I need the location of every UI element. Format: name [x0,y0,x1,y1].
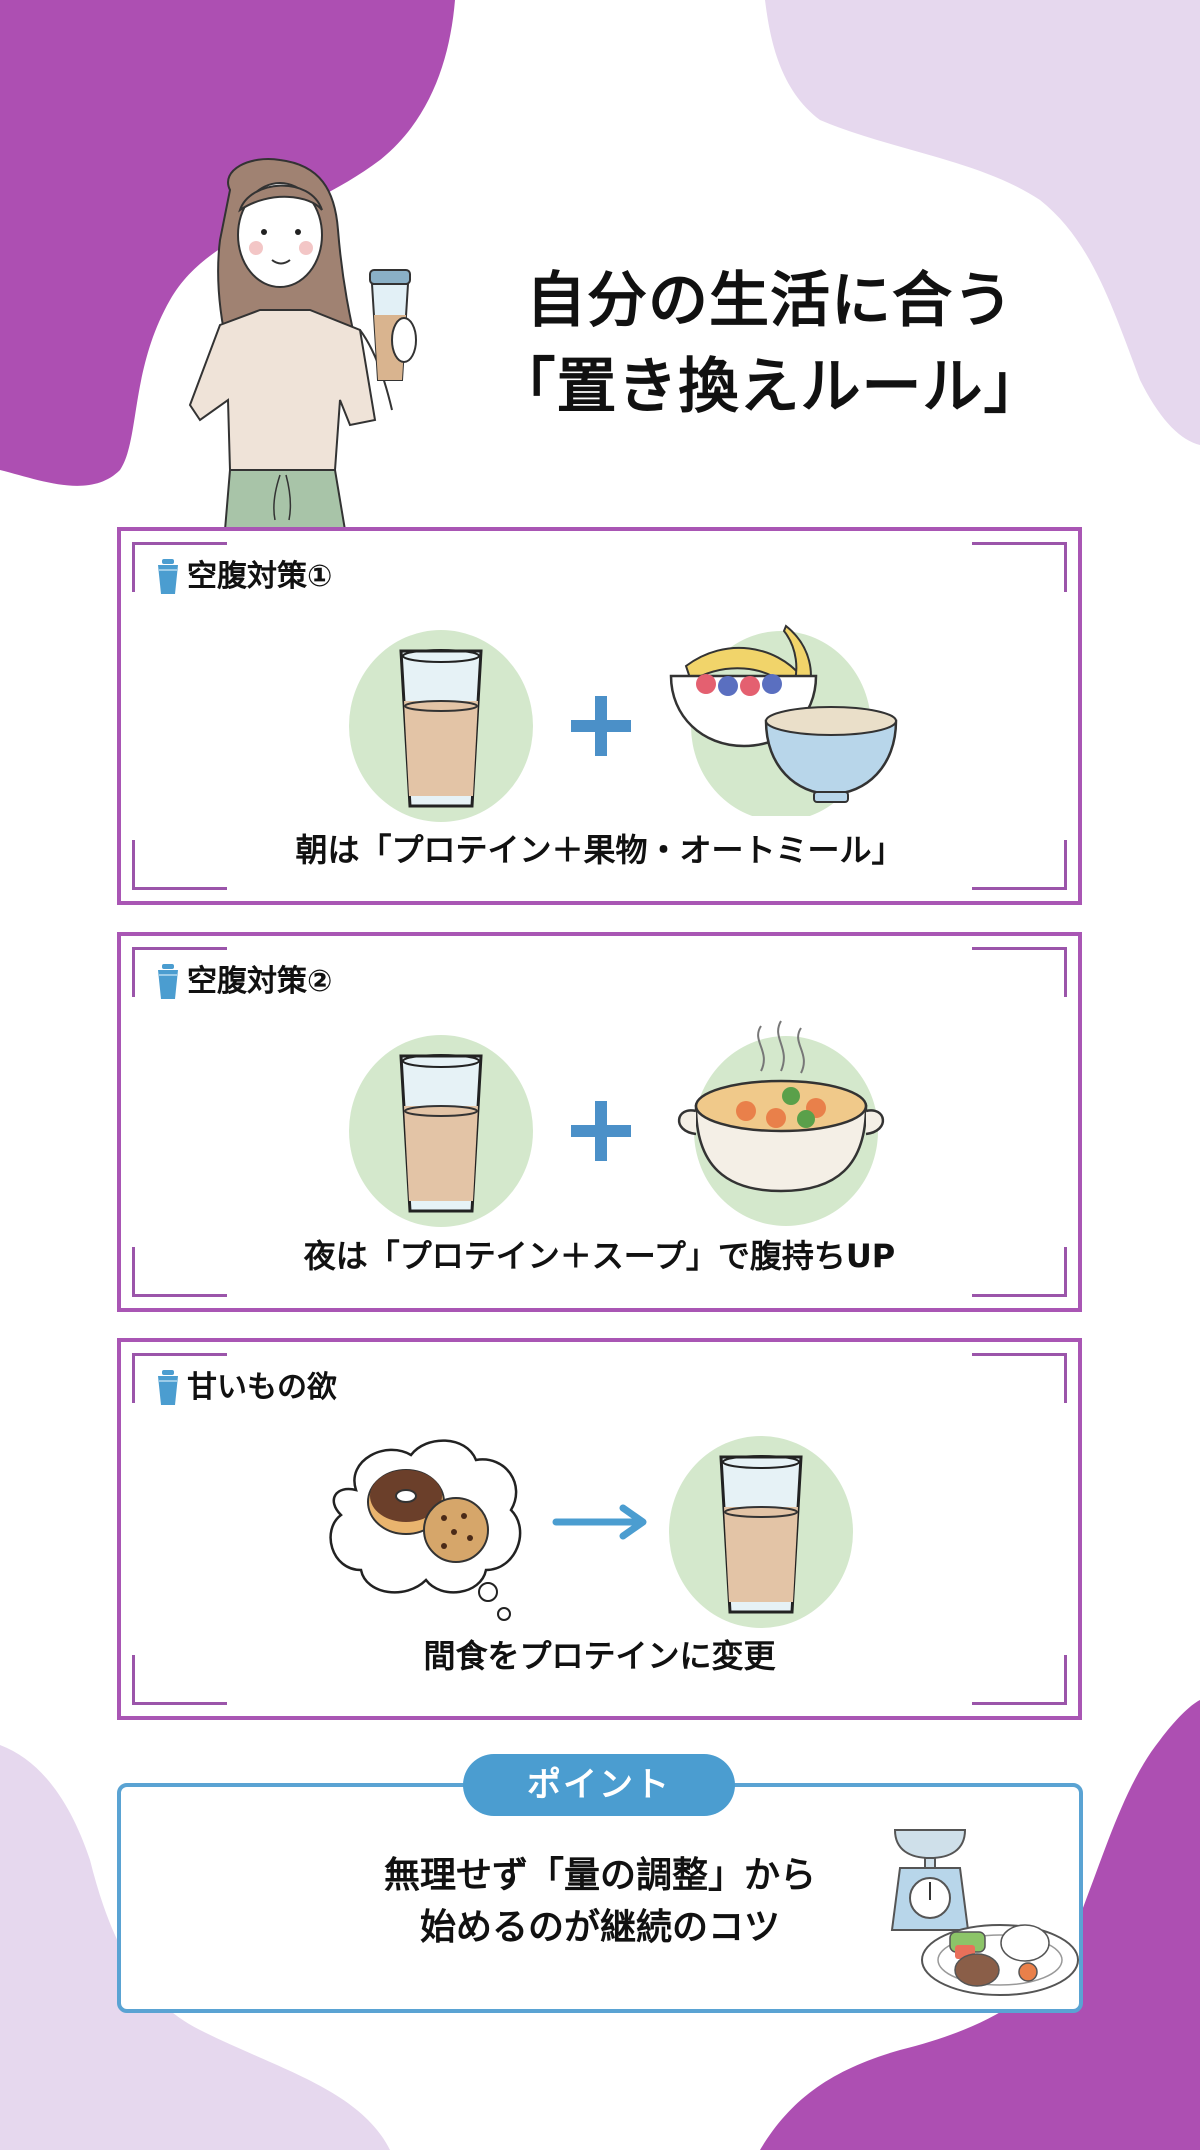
title-line-1: 自分の生活に合う [526,266,1014,336]
corner-decoration [132,1353,227,1403]
corner-decoration [132,947,227,997]
fruit-bowl-and-oatmeal-illustration [669,624,898,816]
shaker-icon [158,964,178,999]
shaker-icon [158,559,178,594]
card-heading: 甘いもの欲 [157,1368,337,1408]
corner-decoration [972,1353,1067,1403]
card-heading-text: 空腹対策① [187,559,333,594]
soup-pot-illustration [677,1020,885,1226]
blob-top-right [765,0,1200,445]
card-caption: 間食をプロテインに変更 [423,1637,776,1675]
rule-card-hunger-1: 空腹対策① 朝は「プロテイン＋果物・オートミール」 [117,527,1082,905]
plus-icon [571,696,631,756]
corner-decoration [972,542,1067,592]
blob-bottom-left [0,1745,390,2150]
protein-glass-illustration [349,1035,533,1227]
card-caption: 朝は「プロテイン＋果物・オートミール」 [295,831,904,869]
card-heading: 空腹対策① [157,557,332,597]
protein-glass-illustration [669,1436,853,1628]
title-line-2: 「置き換えルール」 [495,352,1045,422]
card-heading-text: 空腹対策② [187,964,333,999]
corner-decoration [972,947,1067,997]
kitchen-scale-and-plate-illustration [890,1829,1079,1996]
corner-decoration [132,1655,227,1705]
point-text: 無理せず「量の調整」から 始めるのが継続のコツ [300,1850,900,1954]
corner-decoration [132,542,227,592]
rule-card-sweet-craving: 甘いもの欲 間食をプロテインに変更 [117,1338,1082,1720]
point-badge: ポイント [463,1754,735,1816]
point-line-2: 始めるのが継続のコツ [419,1907,780,1948]
card-caption: 夜は「プロテイン＋スープ」で腹持ちUP [303,1237,896,1275]
sweets-thought-bubble-illustration [329,1439,522,1621]
woman-with-shaker-illustration [188,158,417,530]
corner-decoration [972,1247,1067,1297]
card-heading-text: 甘いもの欲 [187,1370,337,1405]
shaker-icon [158,1370,178,1405]
corner-decoration [972,840,1067,890]
plus-icon [571,1101,631,1161]
arrow-right-icon [552,1504,647,1540]
blob-bottom-right [760,1700,1200,2150]
corner-decoration [972,1655,1067,1705]
page-title: 自分の生活に合う 「置き換えルール」 [470,258,1070,430]
card-heading: 空腹対策② [157,962,332,1002]
corner-decoration [132,1247,227,1297]
rule-card-hunger-2: 空腹対策② 夜は「プロテイン＋スープ」で腹持ちUP [117,932,1082,1312]
point-line-1: 無理せず「量の調整」から [383,1855,816,1896]
protein-glass-illustration [349,630,533,822]
corner-decoration [132,840,227,890]
